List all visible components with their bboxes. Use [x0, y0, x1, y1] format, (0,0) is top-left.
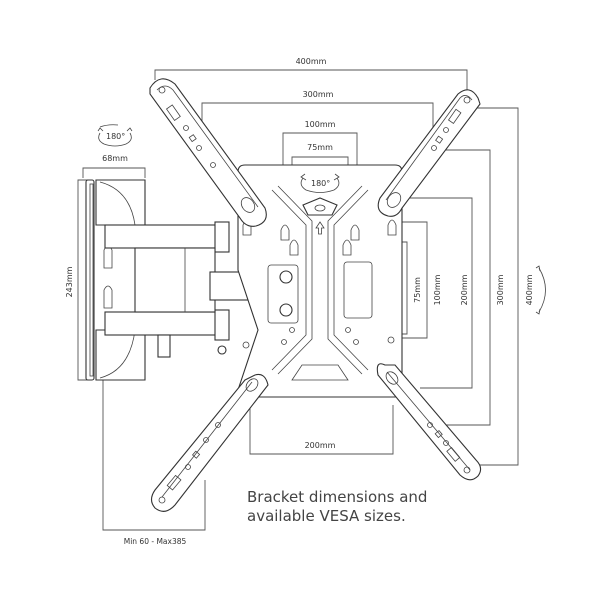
dim-line-200-h	[249, 405, 394, 455]
rotate-arrow-icon	[97, 124, 133, 147]
dim-label-300-h: 300mm	[303, 90, 334, 99]
dim-line-200-v	[410, 197, 473, 389]
diagram-caption: Bracket dimensions and available VESA si…	[247, 488, 427, 526]
dim-label-75-v: 75mm	[413, 277, 422, 303]
dim-line-extension	[102, 380, 206, 531]
plate-swivel-label: 180°	[311, 179, 330, 188]
dim-label-400-h: 400mm	[296, 57, 327, 66]
extension-range-label: Min 60 - Max385	[124, 537, 187, 546]
vesa-rail-bottom-right	[376, 363, 482, 481]
dim-label-200-v: 200mm	[460, 274, 469, 305]
vesa-rail-top-right	[377, 89, 481, 217]
up-arrow-icon	[315, 221, 325, 235]
vesa-rail-bottom-left	[150, 373, 269, 512]
dim-line-400-h	[154, 69, 468, 98]
caption-line-2: available VESA sizes.	[247, 507, 406, 525]
dim-label-200-h: 200mm	[305, 441, 336, 450]
caption-line-1: Bracket dimensions and	[247, 488, 428, 506]
dim-line-400-v	[470, 107, 519, 466]
tilt-arrow-icon	[535, 265, 546, 315]
wall-plate-height-label: 243mm	[65, 266, 74, 297]
dim-label-400-v: 400mm	[525, 274, 534, 305]
dim-label-300-v: 300mm	[496, 274, 505, 305]
dim-line-68	[82, 167, 146, 178]
dim-label-100-v: 100mm	[433, 274, 442, 305]
wall-plate-width-label: 68mm	[102, 154, 128, 163]
wall-swivel-label: 180°	[106, 132, 125, 141]
vesa-plate	[237, 164, 403, 398]
vesa-rail-top-left	[149, 78, 267, 227]
dim-label-75-h: 75mm	[307, 143, 333, 152]
dim-line-300-v	[435, 149, 491, 426]
rotate-arrow-icon	[300, 173, 340, 193]
dim-line-243	[77, 179, 88, 381]
dim-label-100-h: 100mm	[305, 120, 336, 129]
